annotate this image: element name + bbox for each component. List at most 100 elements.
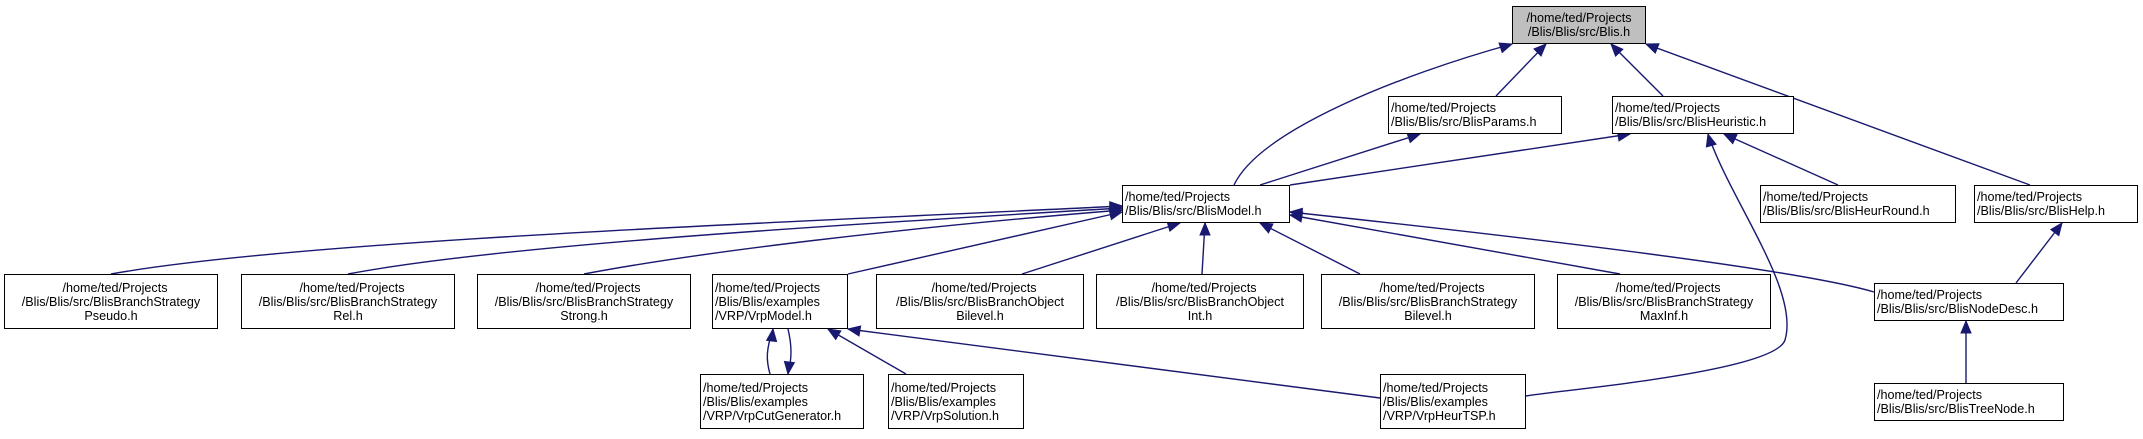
- edge-stratbilevel-to-model-arrowhead: [1258, 222, 1274, 234]
- node-branchobject-int-h[interactable]: /home/ted/Projects /Blis/Blis/src/BlisBr…: [1096, 274, 1304, 329]
- edge-heurtsp-to-heuristic: [1525, 133, 1788, 397]
- node-blisparams-h-line-2: /Blis/Blis/src/BlisParams.h: [1391, 115, 1537, 129]
- edge-objbilevel-to-model-arrowhead: [1166, 221, 1182, 233]
- node-blis-h: /home/ted/Projects /Blis/Blis/src/Blis.h: [1512, 6, 1646, 44]
- node-pseudo-line-3: Pseudo.h: [84, 308, 138, 323]
- edge-treenode-to-nodedesc-arrowhead: [1960, 319, 1972, 334]
- node-treenode-line-1: /home/ted/Projects: [1877, 388, 1982, 402]
- node-vrpheurtsp-h[interactable]: /home/ted/Projects /Blis/Blis/examples /…: [1380, 374, 1526, 429]
- edge-model-to-params: [1259, 133, 1421, 186]
- node-objbilevel-line-2: /Blis/Blis/src/BlisBranchObject: [896, 294, 1064, 309]
- node-vrpmodel-line-2: /Blis/Blis/examples: [715, 294, 820, 309]
- node-maxinf-line-3: MaxInf.h: [1639, 308, 1689, 323]
- edge-nodedesc-to-model: [1289, 211, 1875, 293]
- edge-help-to-blis: [1645, 43, 2031, 186]
- node-heurtsp-line-2: /Blis/Blis/examples: [1383, 394, 1488, 409]
- node-branchstrategy-rel-h[interactable]: /home/ted/Projects /Blis/Blis/src/BlisBr…: [241, 274, 455, 329]
- node-heurtsp-line-3: /VRP/VrpHeurTSP.h: [1383, 408, 1496, 423]
- node-vrpmodel-line-1: /home/ted/Projects: [715, 280, 820, 295]
- node-vrpsolution-h[interactable]: /home/ted/Projects /Blis/Blis/examples /…: [888, 374, 1024, 429]
- edge-params-to-blis-arrowhead: [1533, 43, 1547, 57]
- edge-solution-to-vrpmodel-arrowhead: [826, 328, 842, 341]
- edge-pseudo-to-model: [110, 205, 1123, 275]
- node-blistreenode-h[interactable]: /home/ted/Projects /Blis/Blis/src/BlisTr…: [1874, 383, 2064, 421]
- node-cutgen-line-1: /home/ted/Projects: [703, 380, 808, 395]
- node-stratbilevel-line-1: /home/ted/Projects: [1379, 280, 1485, 295]
- node-blismodel-h-line-1: /home/ted/Projects: [1125, 190, 1230, 204]
- edge-nodedesc-to-model-arrowhead: [1288, 207, 1304, 220]
- node-blisheuristic-h-line-2: /Blis/Blis/src/BlisHeuristic.h: [1615, 115, 1767, 129]
- node-vrpcutgenerator-h[interactable]: /home/ted/Projects /Blis/Blis/examples /…: [700, 374, 864, 429]
- node-blisheurround-h-line-2: /Blis/Blis/src/BlisHeurRound.h: [1763, 204, 1930, 218]
- node-branchstrategy-pseudo-h[interactable]: /home/ted/Projects /Blis/Blis/src/BlisBr…: [4, 274, 218, 329]
- edge-nodedesc-to-help-arrowhead: [2049, 221, 2063, 237]
- node-blis-h-line-1: /home/ted/Projects: [1526, 11, 1632, 25]
- node-treenode-line-2: /Blis/Blis/src/BlisTreeNode.h: [1877, 402, 2035, 416]
- edge-vrpmodel-to-model: [847, 211, 1123, 275]
- node-blishelp-h-line-1: /home/ted/Projects: [1977, 190, 2082, 204]
- node-rel-line-3: Rel.h: [333, 308, 363, 323]
- edge-vrpmodel-to-cutgen-arrowhead: [783, 360, 796, 376]
- node-heurtsp-line-1: /home/ted/Projects: [1383, 380, 1488, 395]
- node-maxinf-line-2: /Blis/Blis/src/BlisBranchStrategy: [1574, 294, 1754, 309]
- edge-nodedesc-to-help: [2015, 222, 2063, 284]
- edge-strong-to-model: [583, 209, 1123, 275]
- node-maxinf-line-1: /home/ted/Projects: [1615, 280, 1721, 295]
- edge-objint-to-model-arrowhead: [1199, 221, 1211, 236]
- node-branchobject-bilevel-h[interactable]: /home/ted/Projects /Blis/Blis/src/BlisBr…: [876, 274, 1084, 329]
- edge-heurtsp-to-heuristic-arrowhead: [1705, 132, 1717, 148]
- node-blisnodedesc-h[interactable]: /home/ted/Projects /Blis/Blis/src/BlisNo…: [1874, 283, 2064, 321]
- edge-model-to-params-arrowhead: [1406, 132, 1422, 144]
- node-blisparams-h-line-1: /home/ted/Projects: [1391, 101, 1496, 115]
- node-nodedesc-line-2: /Blis/Blis/src/BlisNodeDesc.h: [1877, 302, 2038, 316]
- node-branchstrategy-strong-h[interactable]: /home/ted/Projects /Blis/Blis/src/BlisBr…: [477, 274, 691, 329]
- node-pseudo-line-1: /home/ted/Projects: [62, 280, 168, 295]
- edge-help-to-blis-arrowhead: [1644, 43, 1660, 54]
- node-strong-line-3: Strong.h: [560, 308, 608, 323]
- node-strong-line-1: /home/ted/Projects: [535, 280, 641, 295]
- node-blishelp-h-line-2: /Blis/Blis/src/BlisHelp.h: [1977, 204, 2106, 218]
- node-blisheuristic-h[interactable]: /home/ted/Projects /Blis/Blis/src/BlisHe…: [1612, 96, 1794, 134]
- node-blisheurround-h[interactable]: /home/ted/Projects /Blis/Blis/src/BlisHe…: [1760, 185, 1956, 223]
- edge-model-to-blis: [1233, 43, 1513, 186]
- node-rel-line-2: /Blis/Blis/src/BlisBranchStrategy: [258, 294, 438, 309]
- node-pseudo-line-2: /Blis/Blis/src/BlisBranchStrategy: [21, 294, 201, 309]
- node-stratbilevel-line-3: Bilevel.h: [1404, 308, 1452, 323]
- node-blisparams-h[interactable]: /home/ted/Projects /Blis/Blis/src/BlisPa…: [1388, 96, 1562, 134]
- node-solution-line-2: /Blis/Blis/examples: [891, 394, 996, 409]
- node-blis-h-line-2: /Blis/Blis/src/Blis.h: [1527, 25, 1631, 39]
- node-stratbilevel-line-2: /Blis/Blis/src/BlisBranchStrategy: [1338, 294, 1518, 309]
- node-blisheuristic-h-line-1: /home/ted/Projects: [1615, 101, 1720, 115]
- edge-cutgen-to-vrpmodel-arrowhead: [765, 327, 778, 343]
- edge-heurround-to-heuristic: [1723, 133, 1839, 186]
- edge-model-to-heuristic: [1289, 133, 1631, 186]
- node-objbilevel-line-1: /home/ted/Projects: [931, 280, 1037, 295]
- node-strong-line-2: /Blis/Blis/src/BlisBranchStrategy: [494, 294, 674, 309]
- edge-model-to-blis-arrowhead: [1498, 42, 1514, 54]
- node-vrpmodel-h[interactable]: /home/ted/Projects /Blis/Blis/examples /…: [712, 274, 848, 329]
- node-rel-line-1: /home/ted/Projects: [299, 280, 405, 295]
- node-cutgen-line-2: /Blis/Blis/examples: [703, 394, 808, 409]
- edge-stratbilevel-to-model: [1259, 222, 1361, 275]
- node-blishelp-h[interactable]: /home/ted/Projects /Blis/Blis/src/BlisHe…: [1974, 185, 2138, 223]
- node-objbilevel-line-3: Bilevel.h: [956, 308, 1004, 323]
- node-blismodel-h-line-2: /Blis/Blis/src/BlisModel.h: [1125, 204, 1262, 218]
- node-objint-line-3: Int.h: [1187, 308, 1213, 323]
- edge-solution-to-vrpmodel: [827, 328, 907, 375]
- edge-heurtsp-to-vrpmodel-arrowhead: [846, 325, 862, 337]
- edge-vrpmodel-to-model-arrowhead: [1108, 209, 1124, 221]
- node-blisheurround-h-line-1: /home/ted/Projects: [1763, 190, 1868, 204]
- node-nodedesc-line-1: /home/ted/Projects: [1877, 288, 1982, 302]
- edge-heuristic-to-blis-arrowhead: [1610, 43, 1624, 58]
- node-blismodel-h[interactable]: /home/ted/Projects /Blis/Blis/src/BlisMo…: [1122, 185, 1290, 223]
- edge-heurtsp-to-vrpmodel: [847, 328, 1381, 399]
- node-vrpmodel-line-3: /VRP/VrpModel.h: [715, 308, 812, 323]
- node-branchstrategy-maxinf-h[interactable]: /home/ted/Projects /Blis/Blis/src/BlisBr…: [1557, 274, 1771, 329]
- node-cutgen-line-3: /VRP/VrpCutGenerator.h: [703, 408, 842, 423]
- node-solution-line-1: /home/ted/Projects: [891, 380, 996, 395]
- node-solution-line-3: /VRP/VrpSolution.h: [891, 408, 1000, 423]
- edge-rel-to-model: [347, 207, 1123, 275]
- node-branchstrategy-bilevel-h[interactable]: /home/ted/Projects /Blis/Blis/src/BlisBr…: [1321, 274, 1535, 329]
